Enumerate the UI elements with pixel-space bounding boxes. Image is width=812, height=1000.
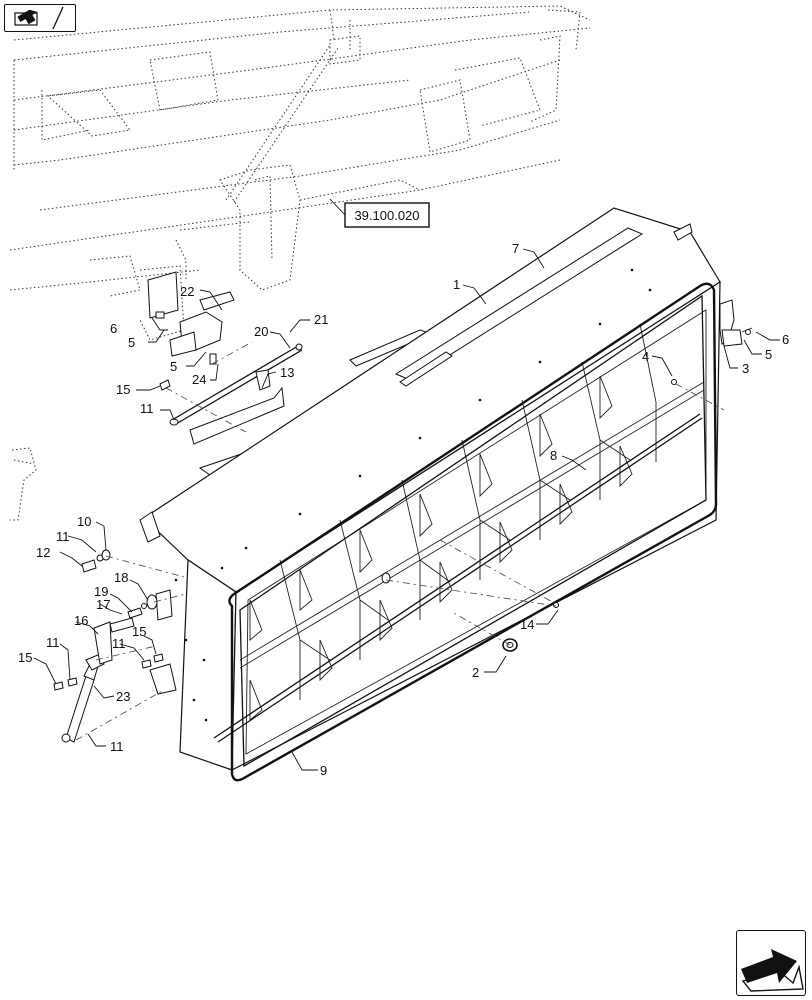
callout-15-a: 15 xyxy=(116,382,130,397)
hinge-rod xyxy=(169,343,303,426)
callout-13: 13 xyxy=(280,365,294,380)
callout-5-right: 5 xyxy=(765,347,772,362)
callout-21: 21 xyxy=(314,312,328,327)
hinge-bracket xyxy=(189,369,285,445)
pin-4 xyxy=(671,379,677,385)
callout-5-left: 5 xyxy=(128,335,135,350)
callout-6-left: 6 xyxy=(110,321,117,336)
callout-15-b: 15 xyxy=(18,650,32,665)
callout-2: 2 xyxy=(472,665,479,680)
leader-lines xyxy=(33,248,780,771)
callout-1: 1 xyxy=(453,277,460,292)
callout-11-d: 11 xyxy=(112,636,126,651)
callout-19: 19 xyxy=(94,584,108,599)
callout-3: 3 xyxy=(742,361,749,376)
next-page-button[interactable] xyxy=(736,930,806,996)
callout-23: 23 xyxy=(116,689,130,704)
callout-18: 18 xyxy=(114,570,128,585)
callout-24: 24 xyxy=(192,372,206,387)
latch-bracket-right xyxy=(719,299,753,347)
reference-box-text: 39.100.020 xyxy=(354,208,419,223)
callout-15-c: 15 xyxy=(132,624,146,639)
arrow-right-icon xyxy=(741,949,804,992)
arrow-left-icon xyxy=(14,6,64,30)
callout-8: 8 xyxy=(550,448,557,463)
door-seal xyxy=(228,282,718,782)
hole-marker xyxy=(381,572,391,584)
louver-dividers xyxy=(239,323,705,721)
gas-strut xyxy=(53,379,171,743)
callout-11-b: 11 xyxy=(140,401,154,416)
callout-11-a: 11 xyxy=(56,529,70,544)
callout-22: 22 xyxy=(180,284,194,299)
door-frame-body xyxy=(139,207,721,771)
machine-frame-outline xyxy=(9,5,591,521)
callout-12: 12 xyxy=(36,545,50,560)
assembly-lines xyxy=(75,341,725,741)
callout-17: 17 xyxy=(96,597,110,612)
callout-6-right: 6 xyxy=(782,332,789,347)
callout-labels: 1 2 3 4 5 5 5 6 6 7 8 9 10 11 11 11 11 1… xyxy=(18,241,789,778)
callout-11-e: 11 xyxy=(110,739,124,754)
callout-5-lower: 5 xyxy=(170,359,177,374)
callout-16: 16 xyxy=(74,613,88,628)
callout-14: 14 xyxy=(520,617,534,632)
callout-10: 10 xyxy=(77,514,91,529)
callout-11-c: 11 xyxy=(46,635,60,650)
callout-20: 20 xyxy=(254,324,268,339)
previous-page-button[interactable] xyxy=(4,4,76,32)
mounting-bracket-left xyxy=(147,271,235,365)
callout-4: 4 xyxy=(642,349,649,364)
callout-9: 9 xyxy=(320,763,327,778)
reference-box[interactable]: 39.100.020 xyxy=(329,198,430,228)
callout-7: 7 xyxy=(512,241,519,256)
